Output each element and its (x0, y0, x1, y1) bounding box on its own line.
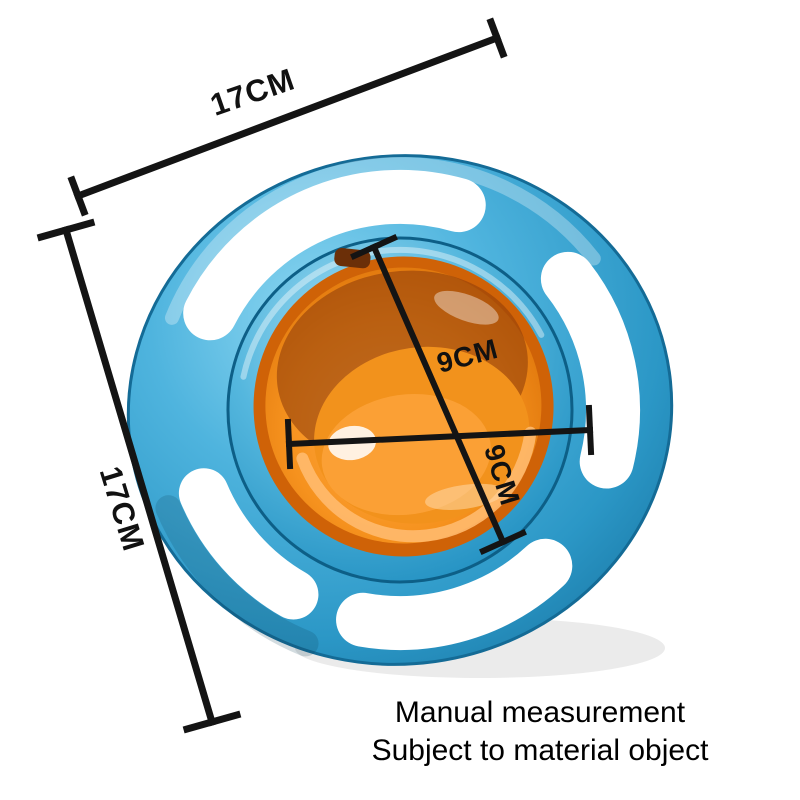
dimension-line-outer-height (36, 218, 242, 734)
dimension-end-tick (486, 17, 508, 59)
gyro-bowl (126, 154, 674, 666)
handle-slot-bottom (336, 538, 573, 651)
dimension-end-tick (36, 218, 96, 242)
specular-highlight-top (434, 290, 499, 325)
dimension-end-tick (479, 529, 527, 555)
dimension-end-tick (585, 404, 595, 456)
caption-line2: Subject to material object (371, 733, 709, 767)
dimension-line (285, 426, 594, 448)
dimension-line (61, 225, 217, 727)
dimension-line-outer-width (67, 17, 508, 217)
outer-ring-shading (155, 495, 319, 657)
caption-line1: Manual measurement (394, 696, 686, 729)
handle-slot-left (178, 468, 319, 620)
dimension-line-inner-width (284, 404, 595, 470)
handle-slot-top (183, 169, 486, 341)
dimension-end-tick (67, 175, 89, 217)
dimension-end-tick (182, 710, 242, 734)
dimension-end-tick (350, 234, 398, 260)
dimension-line (73, 33, 502, 201)
bowl-inner-rim-highlight (296, 426, 537, 543)
dimension-label-outer-width: 17CM (206, 61, 299, 122)
dimension-line (370, 243, 507, 546)
outer-ring-gloss-highlight (164, 157, 601, 325)
caption: Manual measurement Subject to material o… (330, 694, 750, 769)
dimension-line-inner-depth (350, 234, 527, 555)
handle-slot-right (540, 251, 640, 489)
dimension-end-tick (284, 418, 294, 470)
